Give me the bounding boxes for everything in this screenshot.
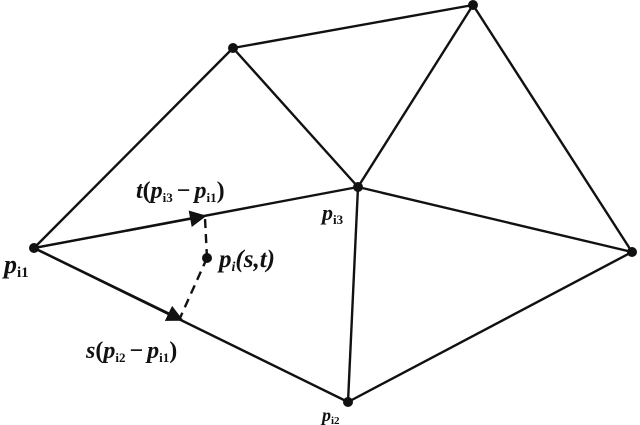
edge-right-pi2 <box>346 250 634 404</box>
s-vector-arrow <box>33 246 184 322</box>
edge-pi1-topleft <box>32 46 235 250</box>
label-s-vector: s(pi2−pi1) <box>85 338 177 365</box>
dash-to-s <box>178 257 209 319</box>
label-pi3: pi3 <box>320 200 344 227</box>
dash-to-t <box>203 217 209 259</box>
vertex-top-right <box>468 0 478 10</box>
vertex-right <box>627 247 637 257</box>
vertex-pi2 <box>343 397 353 407</box>
label-pi2: pi2 <box>320 405 340 425</box>
edge-topleft-topright <box>231 3 475 50</box>
edge-topright-pi3 <box>356 3 475 189</box>
edge-topright-right <box>471 3 634 254</box>
mesh-edges <box>32 3 634 404</box>
vertex-pi3 <box>353 182 363 192</box>
label-pi1: pi1 <box>2 250 29 281</box>
vertex-top-left <box>228 43 238 53</box>
label-t-vector: t(pi3−pi1) <box>136 178 225 205</box>
vertices <box>29 0 637 407</box>
edge-pi3-pi2 <box>346 185 360 404</box>
dashed-construction <box>178 217 209 319</box>
vertex-pi1 <box>29 243 39 253</box>
t-vector-arrow <box>33 210 207 250</box>
edge-pi3-right <box>356 185 634 254</box>
label-point-pi: pi(s,t) <box>217 246 275 275</box>
edge-topleft-pi3 <box>231 46 360 189</box>
point-pi <box>202 253 212 263</box>
